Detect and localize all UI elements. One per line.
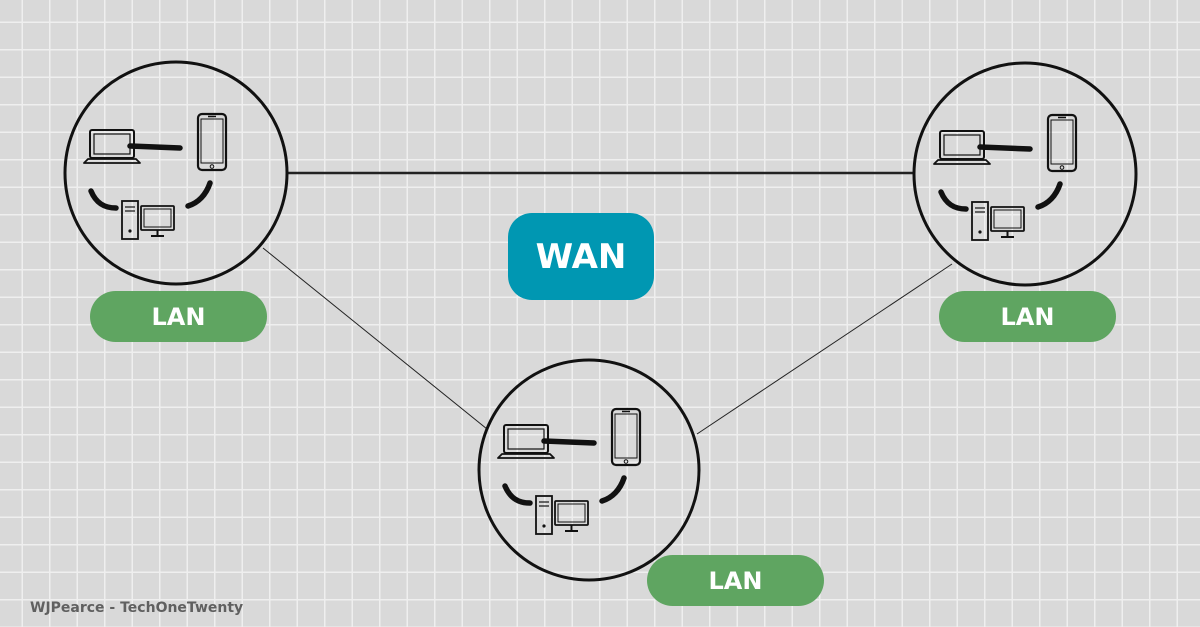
wan-link-left-bottom <box>262 247 488 430</box>
laptop-icon <box>84 114 226 239</box>
wan-link-right-bottom <box>696 263 953 435</box>
lan-devices-left <box>84 114 226 239</box>
lan-badge-bottom: LAN <box>647 555 824 606</box>
lan-node-bottom <box>477 358 701 582</box>
lan-label-right: LAN <box>1000 302 1055 331</box>
credit-text: WJPearce - TechOneTwenty <box>30 600 244 616</box>
lan-devices-bottom <box>498 409 640 534</box>
lan-node-left <box>63 60 289 286</box>
lan-devices-right <box>934 115 1076 240</box>
wan-badge: WAN <box>508 213 654 300</box>
desktop-icon <box>498 409 640 534</box>
phone-icon <box>934 115 1076 240</box>
lan-label-bottom: LAN <box>708 566 763 595</box>
wan-label: WAN <box>535 236 627 277</box>
lan-badge-left: LAN <box>90 291 267 342</box>
lan-label-left: LAN <box>151 302 206 331</box>
lan-badge-right: LAN <box>939 291 1116 342</box>
lan-node-right <box>912 61 1138 287</box>
